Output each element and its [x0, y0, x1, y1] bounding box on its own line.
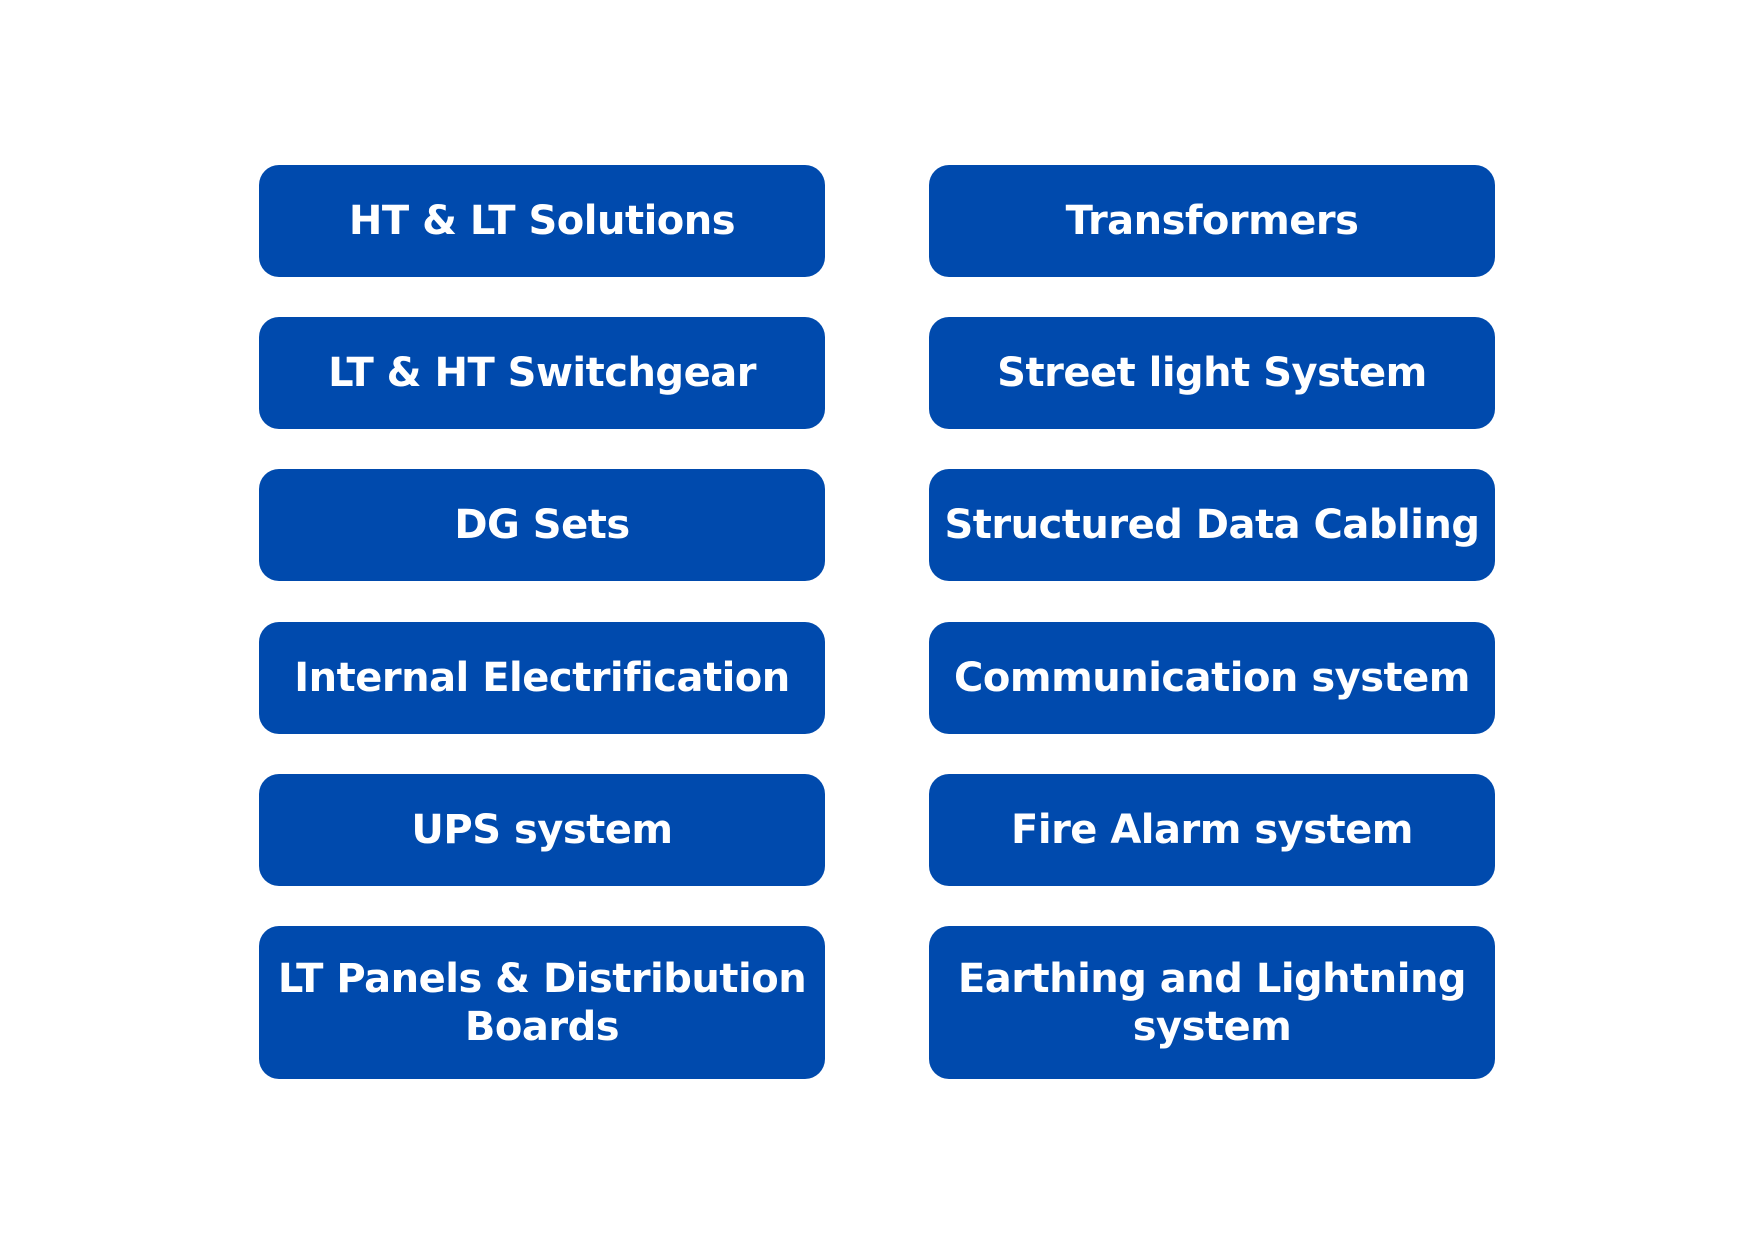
service-box-internal-electrification: Internal Electrification — [259, 622, 825, 734]
service-box-street-light-system: Street light System — [929, 317, 1495, 429]
service-box-lt-panels: LT Panels & Distribution Boards — [259, 926, 825, 1079]
service-label: DG Sets — [454, 502, 630, 548]
service-label: Communication system — [954, 655, 1470, 701]
service-label: Structured Data Cabling — [944, 502, 1480, 548]
service-box-transformers: Transformers — [929, 165, 1495, 277]
service-label: Internal Electrification — [294, 655, 790, 701]
service-box-lt-ht-switchgear: LT & HT Switchgear — [259, 317, 825, 429]
service-box-fire-alarm-system: Fire Alarm system — [929, 774, 1495, 886]
service-label: Earthing and Lightning system — [957, 955, 1467, 1050]
service-label: LT Panels & Distribution Boards — [277, 955, 807, 1050]
service-box-ups-system: UPS system — [259, 774, 825, 886]
service-label: UPS system — [411, 807, 673, 853]
service-box-ht-lt-solutions: HT & LT Solutions — [259, 165, 825, 277]
service-label: Fire Alarm system — [1011, 807, 1413, 853]
service-box-communication-system: Communication system — [929, 622, 1495, 734]
service-box-dg-sets: DG Sets — [259, 469, 825, 581]
service-box-structured-data-cabling: Structured Data Cabling — [929, 469, 1495, 581]
service-label: HT & LT Solutions — [348, 198, 736, 244]
service-label: Street light System — [997, 350, 1427, 396]
service-label: Transformers — [1065, 198, 1359, 244]
service-box-earthing-lightning: Earthing and Lightning system — [929, 926, 1495, 1079]
service-label: LT & HT Switchgear — [328, 350, 756, 396]
